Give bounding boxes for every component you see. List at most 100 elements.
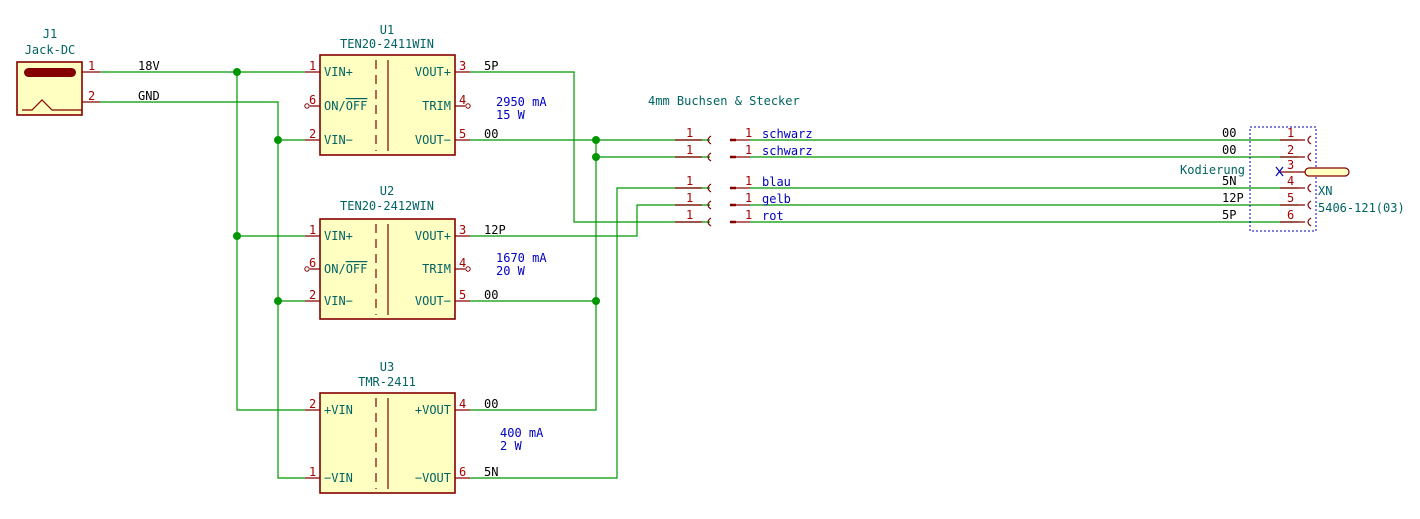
wire-12p [470,204,710,237]
u2-pin-name-off: OFF [346,262,368,276]
j1-value: Jack-DC [25,43,76,57]
xn-pin: 4 [1280,174,1312,193]
xn-coding-key-icon [1304,167,1350,177]
xn-socket-icon [1307,217,1312,227]
xn-pin-number: 6 [1287,208,1294,222]
u2-pin-name: VOUT+ [415,229,451,243]
u2-value: TEN20-2412WIN [340,199,434,213]
j1-jack-dc[interactable]: J1 Jack-DC 1 2 [16,27,100,116]
xn-pin: 5 [1280,191,1312,210]
u2-pin-number: 6 [309,256,316,270]
u1-pin-name: ON/OFF [324,99,367,113]
junction-dot [233,68,241,76]
banana-socket-icon [707,152,712,162]
u2-pin-name: TRIM [422,262,451,276]
u1-nc-circle-icon [304,103,310,109]
u2-pin-name: ON/OFF [324,262,367,276]
xn-net-label: 12P [1222,191,1244,205]
xn-pin: 2 [1280,143,1312,162]
u1-converter[interactable]: U1 TEN20-2411WIN 1 6 2 3 4 5 VIN+ ON/OFF… [304,23,548,156]
j1-ref: J1 [43,27,57,41]
u3-pin-number: 6 [459,465,466,479]
u1-power-note: 15 W [496,108,526,122]
u2-nc-circle-icon [465,266,471,272]
u2-pin-name: VIN+ [324,229,353,243]
banana-socket-pin-number: 1 [686,208,693,222]
net-labels: 18V GND 5P 00 12P 00 00 5N [138,59,506,479]
u3-pin-name: +VIN [324,403,353,417]
net-label-u2-vout-n: 00 [484,288,498,302]
u3-pin-name: −VIN [324,471,353,485]
junction-dot [592,136,600,144]
j1-sleeve-icon [22,99,82,111]
j1-pin-number: 2 [88,89,95,103]
banana-title: 4mm Buchsen & Stecker [648,94,800,108]
u3-pin-number: 2 [309,397,316,411]
u1-pin-name: VIN− [324,133,353,147]
xn-socket-icon [1307,200,1312,210]
u1-pin-name: VOUT− [415,133,451,147]
banana-socket-pin-number: 1 [686,126,693,140]
banana-plug-pin-number: 1 [745,143,752,157]
u3-pin-lines [305,409,470,479]
u2-pin-number: 2 [309,288,316,302]
xn-socket-icon [1307,152,1312,162]
banana-color-label: gelb [762,192,791,206]
banana-plug-pin-number: 1 [745,126,752,140]
xn-pin-number: 1 [1287,126,1294,140]
wire-gnd [100,101,305,479]
banana-socket-icon [707,217,712,227]
u2-power-note: 20 W [496,264,526,278]
banana-plug-pin-number: 1 [745,208,752,222]
u2-converter[interactable]: U2 TEN20-2412WIN 1 6 2 3 4 5 VIN+ ON/OFF… [304,184,548,320]
u2-pin-number: 3 [459,223,466,237]
net-label-u3-vout-p: 00 [484,397,498,411]
wire-5p [470,71,710,223]
wires [100,71,1298,479]
xn-no-connect-icon [1275,166,1284,177]
u2-current-note: 1670 mA [496,251,547,265]
xn-socket-icon [1307,135,1312,145]
junctions [233,68,600,305]
junction-dot [592,153,600,161]
net-label-u1-vout-p: 5P [484,59,498,73]
xn-outline [1249,126,1317,232]
u2-pin-lines [305,235,470,302]
u2-pin-name: VOUT− [415,294,451,308]
u1-pin-number: 1 [309,59,316,73]
u1-pin-name: TRIM [422,99,451,113]
u2-pin-name: VIN− [324,294,353,308]
banana-color-label: rot [762,209,784,223]
xn-pin-number: 3 [1287,158,1294,172]
u3-pin-name: +VOUT [415,403,451,417]
junction-dot [233,232,241,240]
banana-socket-icon [707,135,712,145]
xn-pin-number: 4 [1287,174,1294,188]
junction-dot [274,136,282,144]
xn-net-label: 5N [1222,174,1236,188]
u3-current-note: 400 mA [500,426,544,440]
u3-converter[interactable]: U3 TMR-2411 2 1 4 6 +VIN −VIN +VOUT −VOU… [305,360,544,494]
u3-power-note: 2 W [500,439,522,453]
u1-pin-lines [305,71,470,141]
xn-pins: 1 23 4 56 [1280,126,1312,227]
wire-5n [470,187,710,479]
net-label-u2-vout-p: 12P [484,223,506,237]
xn-net-label: 00 [1222,143,1236,157]
wire-18v-bus [236,72,305,411]
xn-net-label: 5P [1222,208,1236,222]
u3-pin-number: 1 [309,465,316,479]
j1-pin-barrel-icon [24,68,76,77]
u2-pin-number: 4 [459,256,466,270]
u2-pin-number: 5 [459,288,466,302]
u1-pin-name: VIN+ [324,65,353,79]
banana-row[interactable]: 1 1 rot [675,208,784,227]
